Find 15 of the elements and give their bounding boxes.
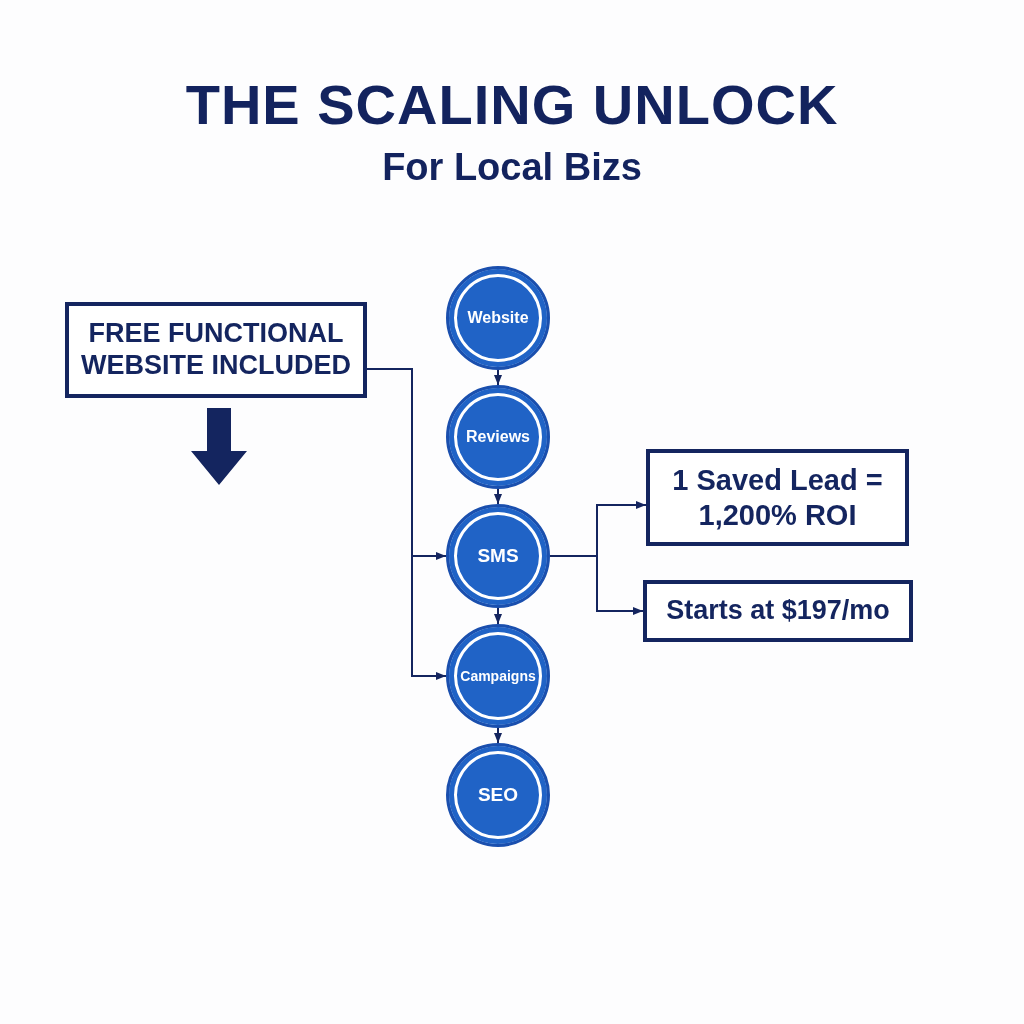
connector-arrow bbox=[494, 607, 502, 625]
title: THE SCALING UNLOCK bbox=[184, 72, 840, 137]
step-circle: SMS bbox=[446, 504, 550, 608]
step-circle: SEO bbox=[446, 743, 550, 847]
connector-arrow bbox=[494, 488, 502, 505]
price-box: Starts at $197/mo bbox=[643, 580, 913, 642]
connector-arrow bbox=[549, 555, 644, 615]
connector-arrow bbox=[494, 727, 502, 744]
connector-arrow bbox=[494, 369, 502, 386]
step-circle: Website bbox=[446, 266, 550, 370]
result-box: 1 Saved Lead = 1,200% ROI bbox=[646, 449, 909, 546]
feature-box: FREE FUNCTIONAL WEBSITE INCLUDED bbox=[65, 302, 367, 398]
step-circle: Campaigns bbox=[446, 624, 550, 728]
subtitle: For Local Bizs bbox=[381, 146, 643, 189]
step-circle: Reviews bbox=[446, 385, 550, 489]
